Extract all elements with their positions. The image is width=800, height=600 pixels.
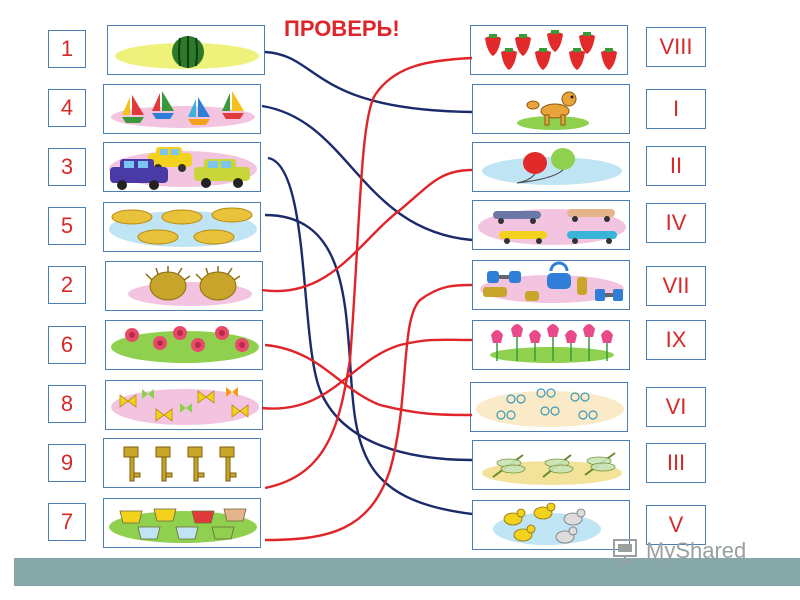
picture-skateboards[interactable] xyxy=(472,200,630,250)
line-cars-dragonflies xyxy=(267,156,473,462)
number-box: 3 xyxy=(48,148,86,186)
line-butterflies-tulips xyxy=(261,338,473,410)
line-hedgehogs-balloons xyxy=(261,168,473,293)
number-box: 8 xyxy=(48,385,86,423)
picture-toy-dog[interactable] xyxy=(472,84,630,134)
line-boats-skateboards xyxy=(261,104,473,242)
number-box: 9 xyxy=(48,444,86,482)
picture-eyeglasses[interactable] xyxy=(470,382,628,432)
picture-keys[interactable] xyxy=(103,438,261,488)
numeral-box: VII xyxy=(646,266,706,306)
line-flowers-eyeglasses xyxy=(264,343,473,417)
numeral-box: V xyxy=(646,505,706,545)
numeral-box: VIII xyxy=(646,27,706,67)
line-cups-weights xyxy=(264,283,473,542)
picture-butterflies[interactable] xyxy=(105,380,263,430)
numeral-box: III xyxy=(646,443,706,483)
number-box: 6 xyxy=(48,326,86,364)
number-box: 5 xyxy=(48,207,86,245)
picture-dumbbells-weights[interactable] xyxy=(472,260,630,310)
number-box: 4 xyxy=(48,89,86,127)
numeral-box: I xyxy=(646,89,706,129)
picture-strawberries[interactable] xyxy=(470,25,628,75)
numeral-box: IV xyxy=(646,203,706,243)
line-bread-ducks xyxy=(264,213,473,516)
logo: MyShared xyxy=(612,538,746,564)
number-box: 2 xyxy=(48,266,86,304)
picture-bread-loaves[interactable] xyxy=(103,202,261,252)
page-title: ПРОВЕРЬ! xyxy=(284,16,400,41)
numeral-box: II xyxy=(646,146,706,186)
number-box: 1 xyxy=(48,30,86,68)
numeral-box: VI xyxy=(646,387,706,427)
picture-dragonflies[interactable] xyxy=(472,440,630,490)
presentation-board-icon xyxy=(613,539,637,563)
footer-bar xyxy=(14,558,800,586)
picture-toy-boats[interactable] xyxy=(103,84,261,134)
picture-hedgehogs[interactable] xyxy=(105,261,263,311)
picture-ducks[interactable] xyxy=(472,500,630,550)
picture-toy-cars[interactable] xyxy=(103,142,261,192)
picture-tulips[interactable] xyxy=(472,320,630,370)
number-box: 7 xyxy=(48,503,86,541)
picture-watermelon[interactable] xyxy=(107,25,265,75)
picture-flowers[interactable] xyxy=(105,320,263,370)
line-keys-strawberries xyxy=(264,56,473,490)
picture-cups[interactable] xyxy=(103,498,261,548)
numeral-box: IX xyxy=(646,320,706,360)
picture-balloons[interactable] xyxy=(472,142,630,192)
logo-text: MyShared xyxy=(646,538,747,563)
line-watermelon-dog xyxy=(264,50,473,114)
